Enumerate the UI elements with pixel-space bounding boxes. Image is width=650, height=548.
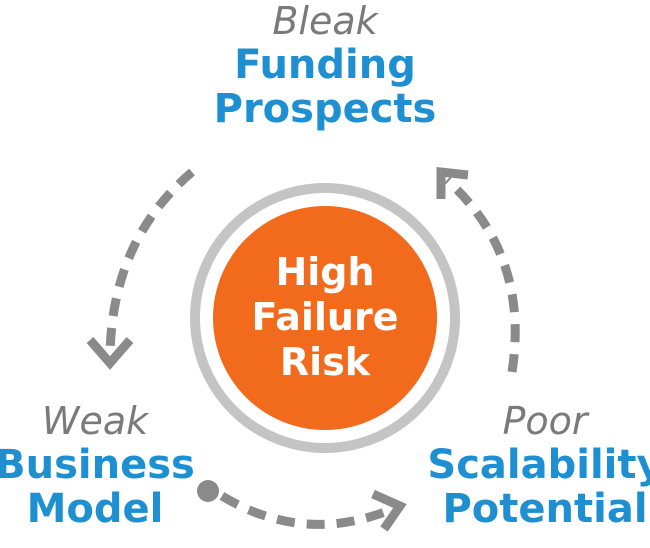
dashed-arrow-bottom-right-icon [197, 480, 407, 532]
center-line-1: High [275, 250, 375, 294]
node-title-line-2: Prospects [213, 86, 437, 133]
node-business-model: Weak Business Model [0, 400, 220, 532]
node-title-line-2: Model [26, 486, 164, 533]
center-line-2: Failure [251, 294, 399, 339]
outer-ring [190, 183, 460, 453]
node-qualifier: Poor [502, 399, 588, 443]
node-title-line-1: Scalability [427, 441, 650, 488]
center-line-3: Risk [279, 339, 371, 384]
node-title-line-1: Business [0, 441, 195, 488]
node-scalability-potential: Poor Scalability Potential [400, 400, 650, 532]
node-funding-prospects: Bleak Funding Prospects [175, 0, 475, 132]
node-qualifier: Bleak [272, 0, 378, 43]
node-title-line-2: Potential [442, 486, 648, 533]
center-label: High Failure Risk [205, 250, 445, 384]
dashed-arrow-left-down-icon [86, 168, 195, 370]
core-circle [213, 206, 437, 430]
node-qualifier: Weak [41, 399, 149, 443]
dashed-arrow-right-up-icon [436, 166, 520, 373]
node-title-line-1: Funding [234, 41, 416, 88]
